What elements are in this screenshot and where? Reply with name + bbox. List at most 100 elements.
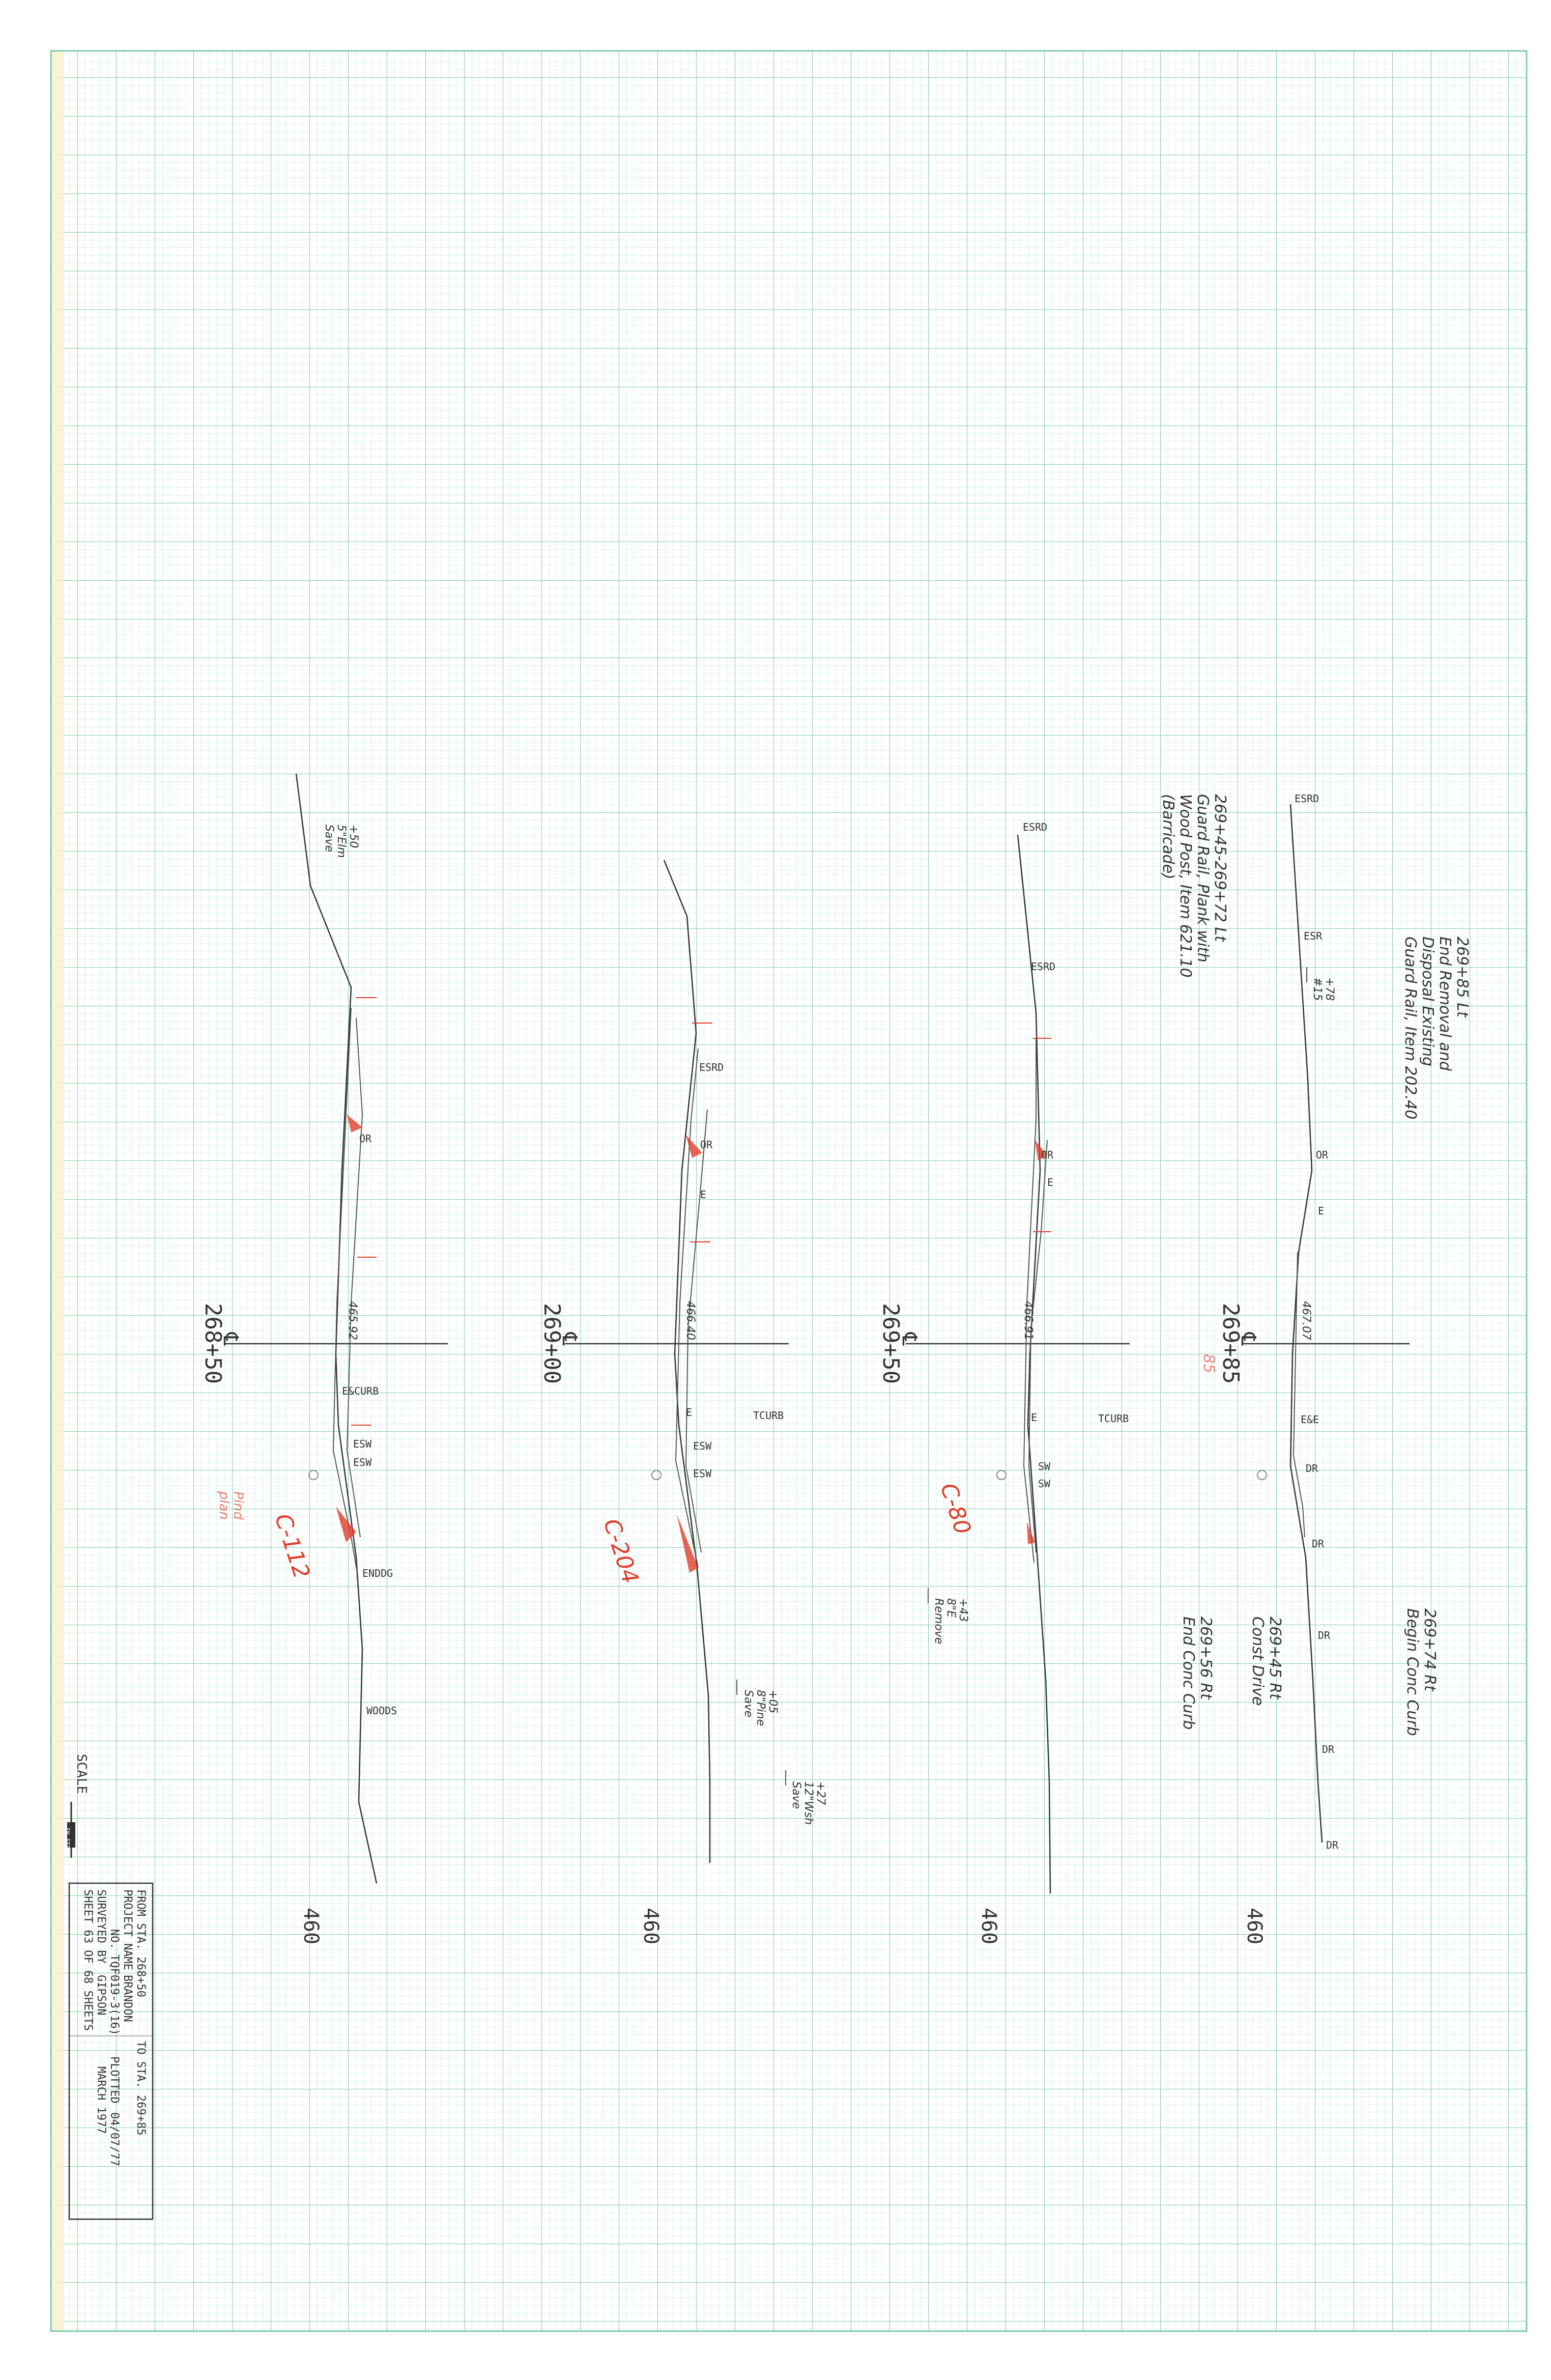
note-line: #15 xyxy=(1311,977,1324,1001)
plotted-label: PLOTTED xyxy=(108,2056,121,2104)
red-plan-note: Pind xyxy=(231,1491,246,1520)
annotation-line: Guard Rail, Plank with xyxy=(1194,794,1212,962)
point-label: E xyxy=(686,1406,692,1419)
note-line: 8"Pine xyxy=(754,1690,767,1726)
annotation-line: End Removal and xyxy=(1436,937,1454,1071)
note-line: 8"E xyxy=(944,1598,957,1618)
annotation-line: 269+45-269+72 Lt xyxy=(1211,794,1229,942)
annotation-line: Disposal Existing xyxy=(1419,937,1437,1066)
point-label: E&E xyxy=(1301,1413,1319,1426)
cl-elevation: 465.92 xyxy=(346,1301,359,1340)
sheet-number: SHEET 63 OF 68 SHEETS xyxy=(81,1889,94,2031)
margin-strip xyxy=(51,51,64,2331)
tree-symbol xyxy=(308,1470,319,1480)
point-label: ESW xyxy=(353,1438,372,1450)
point-label: ESW xyxy=(353,1456,372,1468)
point-label: ESRD xyxy=(699,1061,724,1073)
centerline-symbol: ℄ xyxy=(1237,1332,1260,1346)
annotation-line: 269+74 Rt xyxy=(1421,1608,1439,1692)
point-label: ENDDG xyxy=(362,1567,393,1579)
centerline-symbol: ℄ xyxy=(898,1332,921,1346)
note-line: +50 xyxy=(347,825,360,848)
point-label: DR xyxy=(1312,1538,1325,1550)
point-label: WOODS xyxy=(366,1705,397,1717)
annotation-line: 269+45 Rt xyxy=(1266,1617,1284,1700)
note-line: +05 xyxy=(766,1690,779,1713)
point-label: E xyxy=(1047,1176,1053,1188)
survey-date: MARCH 1977 xyxy=(95,2066,107,2134)
elevation-label: 460 xyxy=(977,1908,1000,1944)
annotation-line: 269+85 Lt xyxy=(1453,937,1471,1018)
annotation-line: Wood Post, Item 621.10 xyxy=(1176,794,1194,978)
project-name: BRANDON xyxy=(121,1975,134,2022)
annotation-line: Const Drive xyxy=(1249,1617,1267,1706)
ground-profile xyxy=(1017,834,1051,1894)
centerline-symbol: ℄ xyxy=(558,1332,581,1346)
section-268-50: OR E&CURB ESW ESW ENDDG WOODS 268+50 ℄ 4… xyxy=(200,773,448,1944)
station-label: 269+85 xyxy=(1218,1303,1244,1384)
point-label: ESW xyxy=(693,1467,712,1480)
annotation-line: 269+56 Rt xyxy=(1197,1617,1215,1700)
scale-unit: IN FEET xyxy=(64,1827,71,1853)
red-station-note: 85 xyxy=(1200,1354,1218,1373)
proposed-profile xyxy=(1023,1038,1037,1563)
title-block-frame xyxy=(68,1882,154,2220)
proposed-profile xyxy=(332,1007,358,1573)
point-label: DR xyxy=(1326,1839,1339,1851)
point-label: OR xyxy=(700,1139,713,1151)
annotation-line: End Conc Curb xyxy=(1180,1617,1197,1730)
station-label: 269+50 xyxy=(878,1303,904,1384)
note-line: 12"Wsh xyxy=(802,1781,815,1825)
centerline-symbol: ℄ xyxy=(219,1332,242,1346)
station-label: 269+00 xyxy=(539,1303,565,1384)
annotation-line: (Barricade) xyxy=(1159,794,1177,880)
section-269-85: ESRD ESR OR E E&E DR DR DR DR DR 269+85 … xyxy=(1200,792,1410,1944)
cl-elevation: 467.07 xyxy=(1300,1301,1312,1340)
elevation-label: 460 xyxy=(299,1908,323,1944)
annotation-line: Begin Conc Curb xyxy=(1403,1608,1421,1736)
tree-symbol xyxy=(651,1470,662,1480)
point-label: DR xyxy=(1306,1462,1318,1475)
point-label: DR xyxy=(1322,1743,1335,1755)
red-plan-note: plan xyxy=(216,1491,232,1520)
tree-symbol xyxy=(996,1470,1007,1480)
proposed-profile-2 xyxy=(1028,1140,1048,1553)
note-line: +78 xyxy=(1323,977,1336,1001)
annotations: 269+85 Lt End Removal and Disposal Exist… xyxy=(1159,794,1471,1736)
title-block: FROM STA. 268+50 TO STA. 269+85 PROJECT … xyxy=(68,1882,154,2220)
note-line: +27 xyxy=(814,1781,827,1805)
ground-profile xyxy=(663,860,711,1863)
note-line: Save xyxy=(790,1781,802,1809)
surveyed-by: GIPSON xyxy=(95,1975,107,2015)
scale-bar: SCALE IN FEET xyxy=(64,1754,89,1858)
point-label: E&CURB xyxy=(342,1385,379,1397)
scale-block xyxy=(67,1822,75,1848)
point-label: DR xyxy=(1318,1629,1331,1641)
cl-elevation: 466.91 xyxy=(1022,1301,1035,1340)
point-label: E xyxy=(1318,1205,1324,1217)
surveyed-by-label: SURVEYED BY xyxy=(95,1889,107,1964)
note-line: Remove xyxy=(932,1598,945,1644)
ground-profile xyxy=(1289,804,1323,1843)
point-label: TCURB xyxy=(1098,1412,1129,1425)
grid-border xyxy=(50,50,1528,2332)
project-no-label: NO. xyxy=(108,1929,121,1949)
elevation-label: 460 xyxy=(639,1908,663,1944)
project-name-label: PROJECT NAME xyxy=(121,1889,134,1970)
elevation-label: 460 xyxy=(1243,1908,1266,1944)
point-label: ESRD xyxy=(1023,821,1047,833)
point-label: ESW xyxy=(693,1440,712,1452)
point-label: ESRD xyxy=(1295,792,1319,805)
proposed-profile xyxy=(1292,1252,1305,1538)
tree-symbol xyxy=(1257,1470,1267,1480)
proposed-profile xyxy=(675,1048,699,1568)
from-station: FROM STA. 268+50 xyxy=(134,1889,147,1997)
station-label: 268+50 xyxy=(200,1303,226,1384)
point-label: E xyxy=(1031,1411,1037,1424)
point-label: OR xyxy=(1041,1149,1054,1161)
project-no: TQF019-3(16) xyxy=(108,1954,121,2035)
note-line: +43 xyxy=(957,1598,969,1622)
point-label: ESRD xyxy=(1031,960,1055,973)
